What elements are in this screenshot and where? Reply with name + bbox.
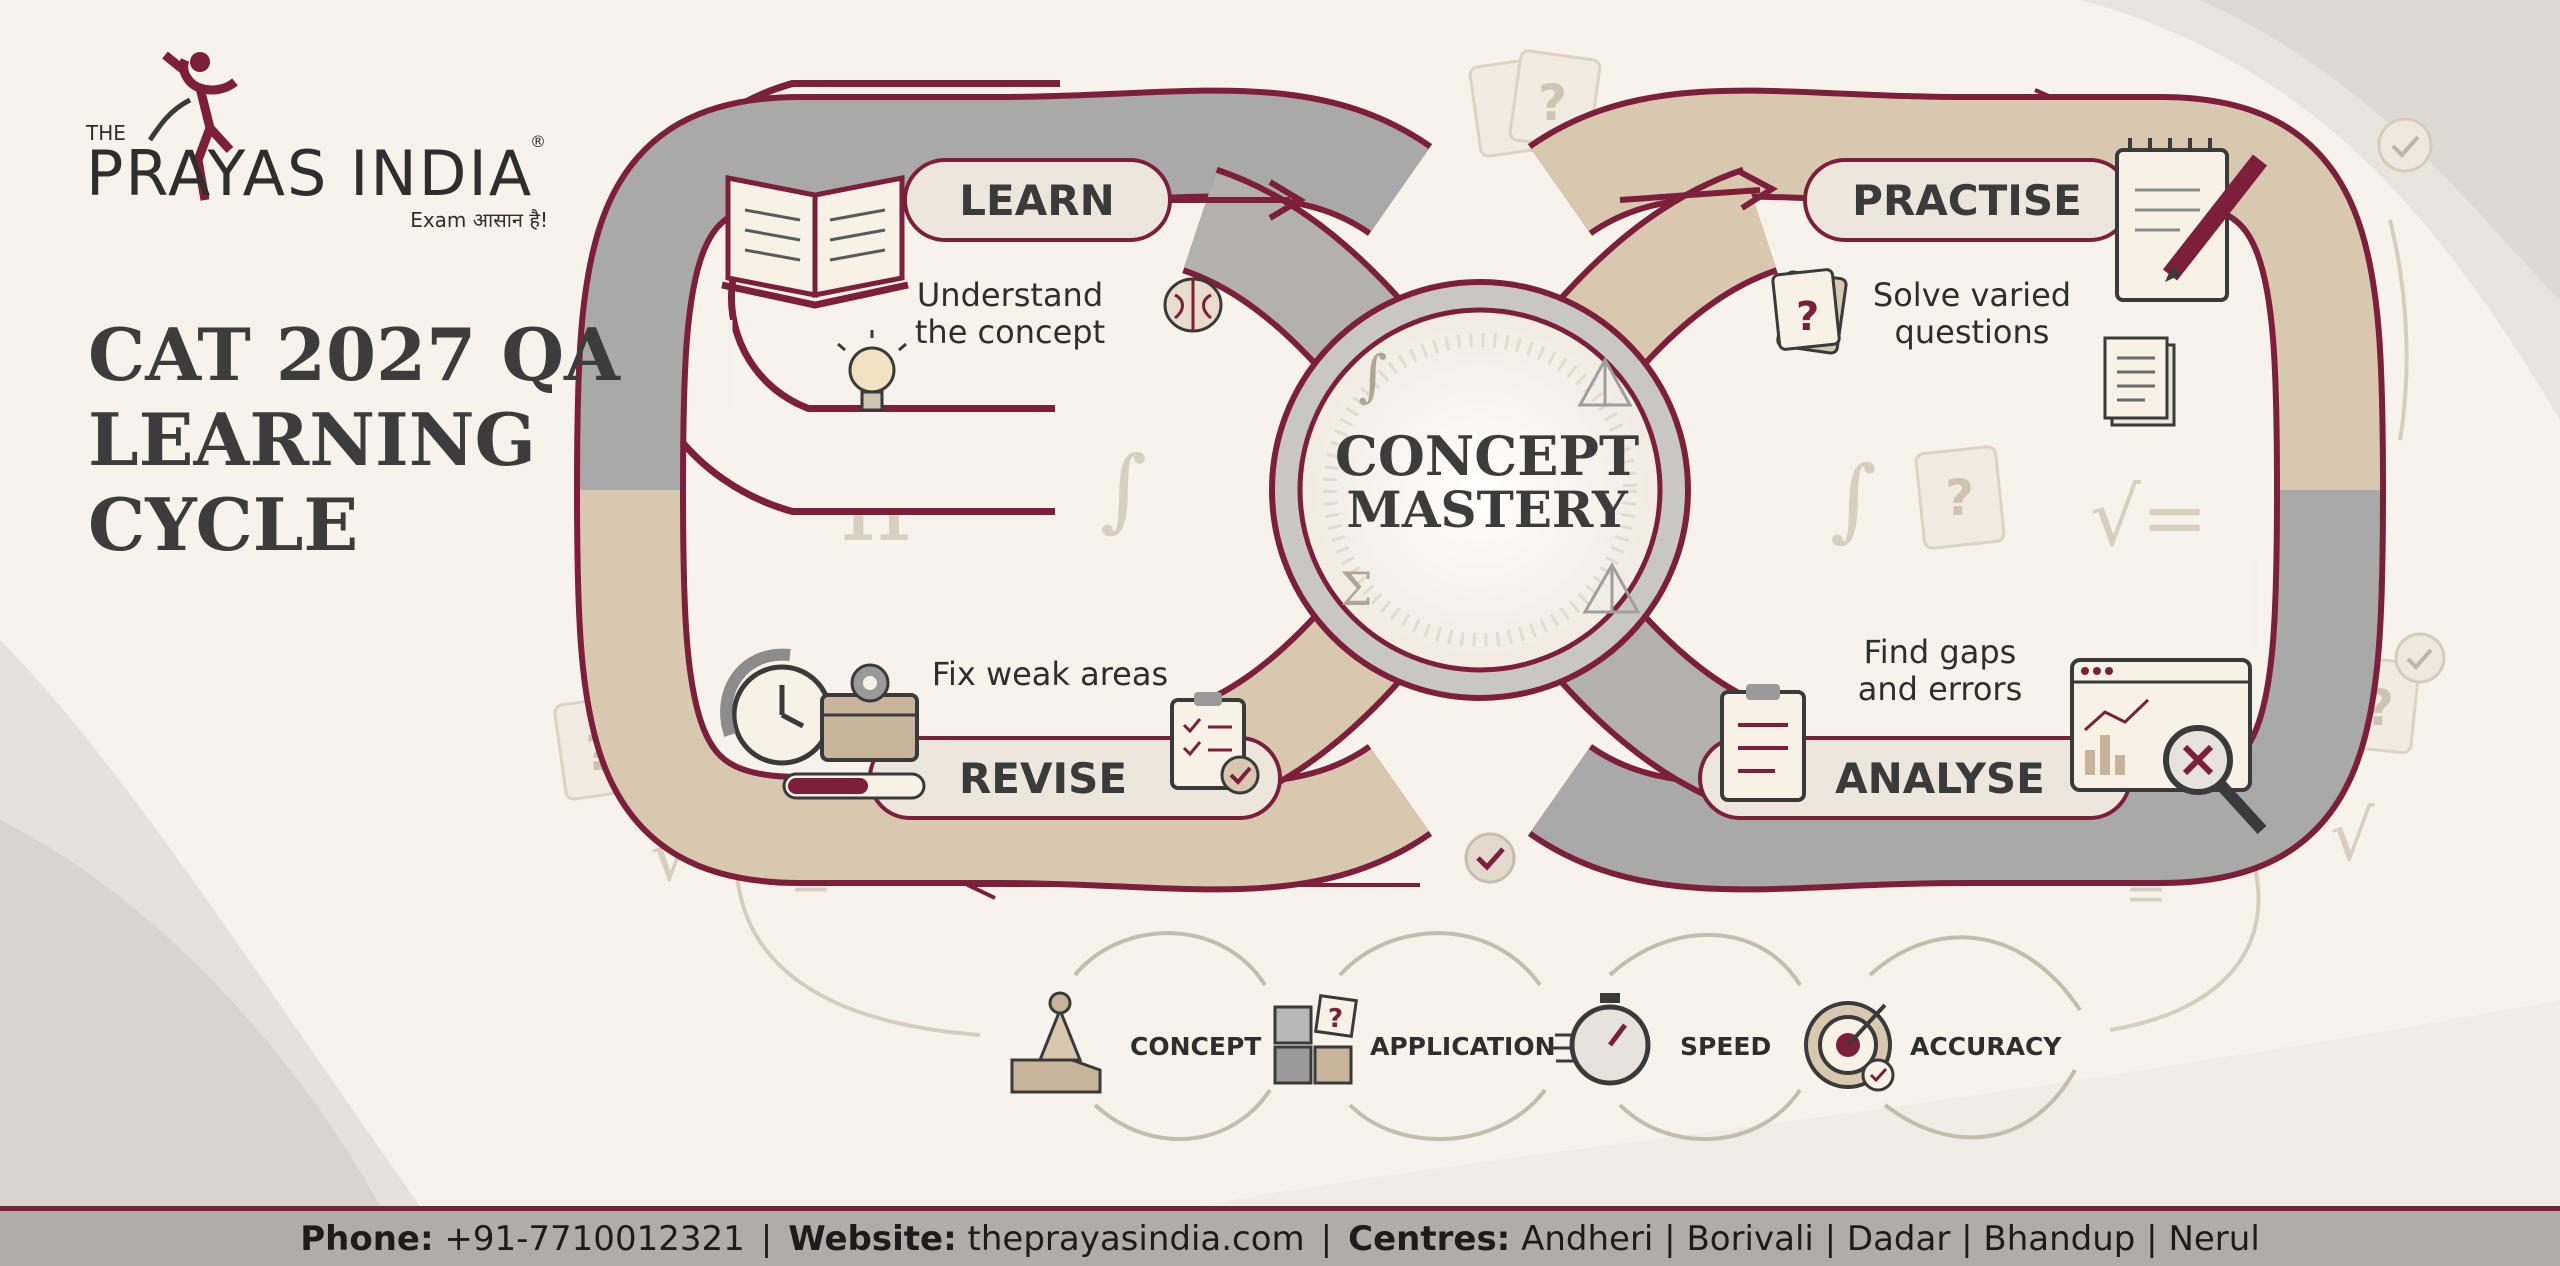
open-book-icon [721, 174, 909, 309]
practise-caption-line2: questions [1895, 313, 2050, 351]
hub-title-line1: CONCEPT [1335, 424, 1639, 488]
svg-text:?: ? [1538, 74, 1567, 132]
hub-title-line2: MASTERY [1346, 480, 1629, 539]
footer-separator: | [760, 1218, 773, 1259]
progression-label-concept: CONCEPT [1130, 1032, 1261, 1061]
integral-symbol-icon: ∫ [1358, 344, 1387, 409]
question-card-icon: ? [1771, 268, 1848, 355]
toolbox-gear-icon [820, 663, 919, 762]
stage-revise: REVISE Fix weak areas [720, 648, 1282, 820]
pyramid-icon [1577, 356, 1633, 407]
svg-text:∫: ∫ [1830, 447, 1877, 552]
lightbulb-icon [837, 330, 907, 412]
svg-text:√=: √= [2090, 471, 2208, 564]
footer-separator-2: | [1320, 1218, 1333, 1259]
notepad-pencil-icon [2115, 138, 2268, 302]
svg-text:?: ? [1328, 1004, 1343, 1034]
analytics-window-icon [2070, 658, 2267, 835]
page-title-line1: CAT 2027 QA [88, 312, 621, 397]
revise-label: REVISE [959, 754, 1127, 803]
brain-icon [1163, 277, 1223, 333]
logo-registered: ® [530, 132, 546, 151]
clock-refresh-icon [720, 648, 833, 766]
page-title-line2: LEARNING [88, 397, 536, 482]
progression-label-application: APPLICATION [1370, 1032, 1556, 1061]
puzzle-icon: ? [1273, 993, 1359, 1085]
logo-name: PRAYAS INDIA [86, 137, 533, 210]
svg-text:∫: ∫ [1100, 437, 1147, 542]
practise-label: PRACTISE [1852, 176, 2082, 225]
revise-caption-line1: Fix weak areas [932, 655, 1168, 693]
check-circle-icon [1464, 832, 1516, 884]
check-circle-decorations [2377, 117, 2446, 684]
target-icon [1804, 1001, 1895, 1092]
background-swooshes [0, 0, 2560, 1206]
brand-logo: THE PRAYAS INDIA ® Exam आसान है! [85, 51, 548, 232]
pyramid-block-icon [1010, 991, 1102, 1094]
progression-label-accuracy: ACCURACY [1910, 1032, 2062, 1061]
svg-text:√: √ [2330, 795, 2375, 877]
footer-website-label: Website: [788, 1218, 957, 1259]
progression-label-speed: SPEED [1680, 1032, 1771, 1061]
footer-phone-value[interactable]: +91-7710012321 [444, 1218, 745, 1259]
footer-phone-label: Phone: [300, 1218, 434, 1259]
stopwatch-icon [1550, 993, 1651, 1086]
stage-analyse: ANALYSE Find gaps and errors [1698, 633, 2267, 835]
footer-centres-label: Centres: [1348, 1218, 1511, 1259]
logo-tagline: Exam आसान है! [410, 208, 548, 232]
pyramid-icon-lower [1582, 561, 1641, 614]
analyse-label: ANALYSE [1835, 754, 2045, 803]
sigma-symbol-icon: Σ [1340, 562, 1373, 616]
analyse-caption-line1: Find gaps [1864, 633, 2017, 671]
clipboard-icon [1720, 684, 1806, 802]
stage-learn: LEARN Understand the concept [721, 158, 1223, 412]
logo-small-text: THE [85, 121, 126, 145]
progress-fill [788, 778, 868, 794]
stage-practise: PRACTISE ? Solve varied questions [1771, 138, 2268, 427]
svg-text:?: ? [1796, 294, 1819, 340]
footer-centres-list: Andheri | Borivali | Dadar | Bhandup | N… [1521, 1218, 2260, 1259]
concept-mastery-hub: ∫ Σ [1269, 279, 1691, 701]
progression-row: CONCEPT ? APPLICATION SPEED ACCURACY [1010, 931, 2082, 1142]
document-icon [2103, 336, 2176, 427]
footer-website-link[interactable]: theprayasindia.com [967, 1218, 1305, 1259]
analyse-caption-line2: and errors [1858, 670, 2023, 708]
checklist-icon [1170, 692, 1260, 795]
dancer-logo-icon [147, 51, 238, 201]
practise-caption-line1: Solve varied [1873, 276, 2071, 314]
footer-bar: Phone: +91-7710012321 | Website: thepray… [0, 1206, 2560, 1266]
learn-label: LEARN [959, 176, 1114, 225]
page-title-line3: CYCLE [88, 482, 358, 567]
progress-bar [782, 772, 926, 800]
learn-caption-line2: the concept [915, 313, 1105, 351]
learn-caption-line1: Understand [917, 276, 1103, 314]
svg-text:?: ? [1945, 469, 1974, 527]
